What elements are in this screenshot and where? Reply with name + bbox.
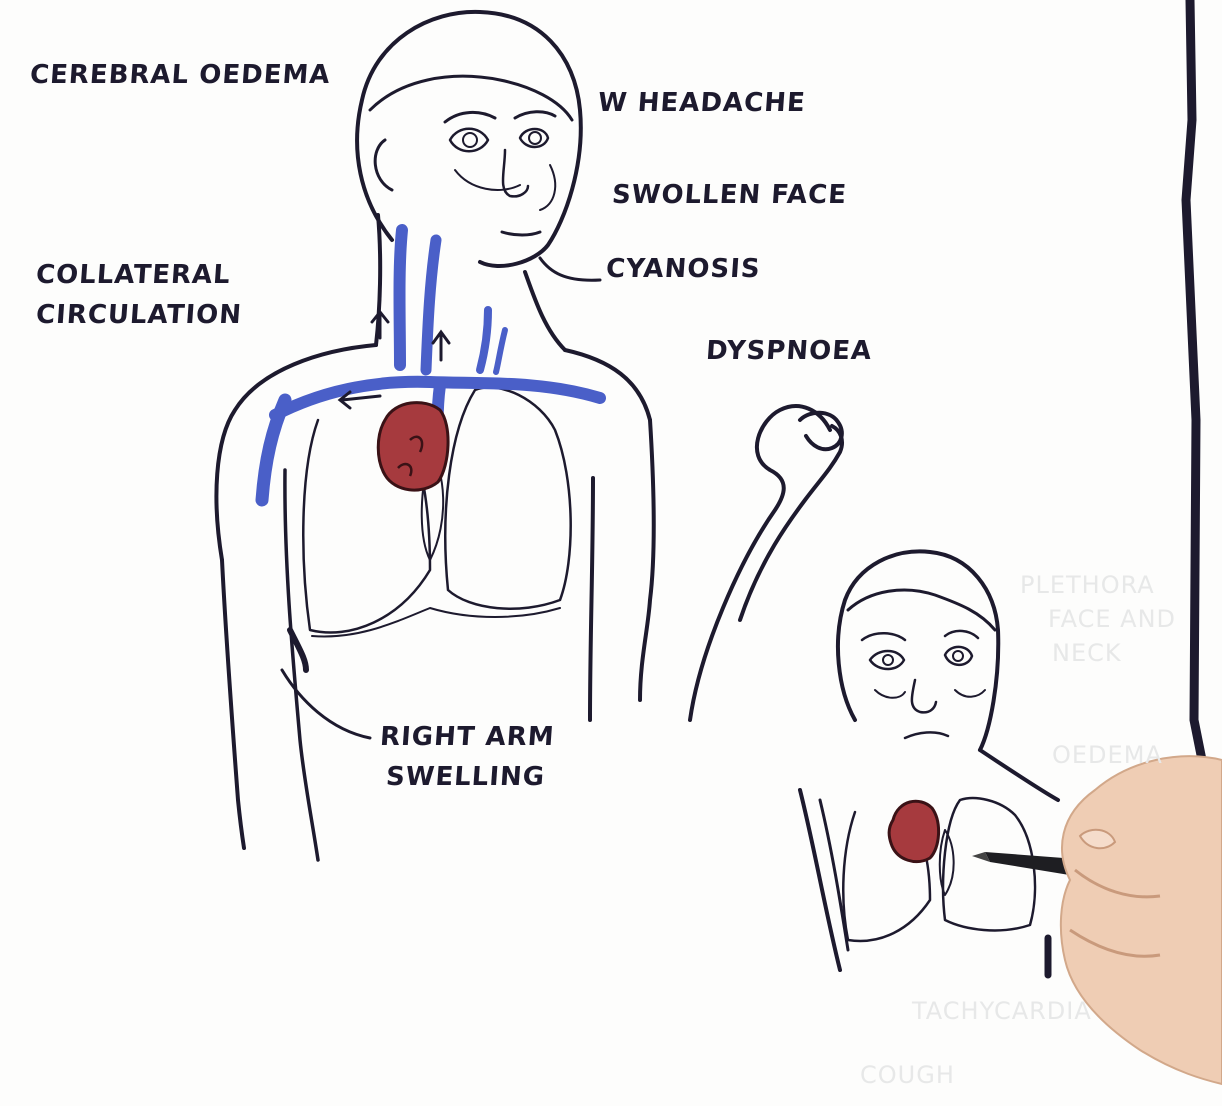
left-arm-inner	[285, 470, 318, 860]
right-torso-outline	[590, 478, 593, 720]
cyanosis-pointer	[540, 258, 600, 280]
right-arm-outline	[640, 420, 654, 700]
mouth	[502, 232, 540, 235]
small-patient-figure	[690, 406, 1058, 975]
label-swelling: SWELLING	[385, 760, 546, 794]
left-lung	[445, 387, 570, 608]
brow-left	[445, 112, 495, 122]
mediastinal-tumour	[378, 403, 448, 490]
small-eye-right	[945, 647, 972, 665]
label-headache: W HEADACHE	[597, 86, 807, 120]
label-right-arm: RIGHT ARM	[379, 720, 556, 754]
ear	[375, 140, 392, 190]
faint-label-neck: NECK	[1052, 638, 1122, 668]
label-cerebral-oedema: CEREBRAL OEDEMA	[29, 58, 332, 92]
vein-right-neck	[480, 310, 488, 370]
arrow-left-icon	[340, 392, 380, 408]
small-wrinkles	[875, 690, 985, 698]
faint-label-plethora: PLETHORA	[1020, 570, 1155, 600]
vein-left-arm	[262, 400, 285, 500]
label-cyanosis: CYANOSIS	[605, 252, 762, 286]
label-swollen-face: SWOLLEN FACE	[611, 178, 848, 212]
raised-arm	[690, 406, 830, 720]
faint-label-tachycardia: TACHYCARDIA	[912, 996, 1092, 1026]
left-shoulder	[216, 345, 376, 560]
lower-chest-line	[312, 608, 560, 637]
cheek-line	[540, 165, 555, 210]
left-arm-outline	[222, 560, 244, 848]
small-mouth	[905, 732, 948, 738]
small-pupil-right	[953, 651, 963, 661]
small-hair-line	[848, 590, 995, 630]
arrow-up-icon	[433, 332, 449, 360]
raised-arm-inner	[740, 426, 842, 620]
small-torso-left	[800, 790, 840, 970]
label-dyspnoea: DYSPNOEA	[705, 334, 873, 368]
label-collateral: COLLATERAL	[35, 258, 232, 292]
small-brows	[862, 631, 978, 640]
faint-label-oedema: OEDEMA	[1052, 740, 1163, 770]
presenter-hand	[972, 756, 1222, 1084]
small-eye-left	[870, 651, 904, 669]
pupil-right	[529, 132, 541, 144]
faint-label-face-and: FACE AND	[1048, 604, 1176, 634]
small-nose	[912, 680, 936, 712]
cheek-line	[455, 170, 520, 190]
pupil-left	[463, 133, 477, 147]
arrow-up-icon	[372, 312, 388, 338]
vein-mid-neck	[426, 240, 436, 370]
right-shoulder	[565, 350, 650, 420]
hand-shape	[1061, 756, 1222, 1084]
small-mediastinal-tumour	[889, 801, 938, 861]
vein-left-neck	[400, 230, 403, 365]
brow-right	[515, 112, 555, 118]
small-neck-right	[980, 750, 1058, 800]
page-border-line	[1186, 0, 1206, 780]
label-circulation: CIRCULATION	[35, 298, 243, 332]
faint-label-cough: COUGH	[860, 1060, 955, 1090]
tumour-mass	[378, 403, 448, 490]
small-head-outline	[838, 551, 998, 750]
vein-right-neck-2	[496, 330, 505, 372]
neck-right	[525, 272, 565, 350]
small-pupil-left	[883, 655, 893, 665]
